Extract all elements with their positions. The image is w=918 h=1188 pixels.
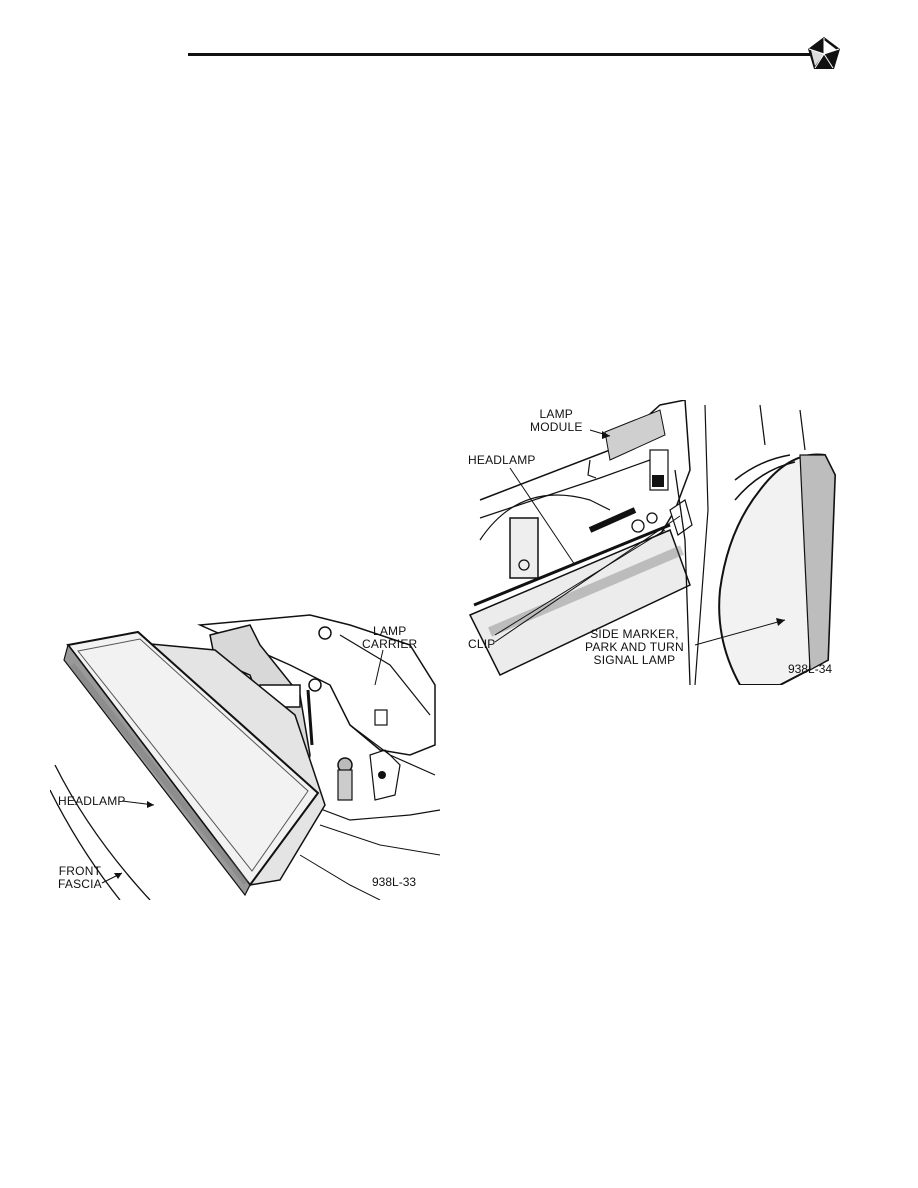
lamp-module-label: LAMP MODULE — [530, 408, 583, 434]
front-fascia-label: FRONT FASCIA — [58, 865, 102, 891]
headlamp-carrier-figure: LAMP CARRIER HEADLAMP FRONT FASCIA 938L-… — [50, 605, 440, 900]
headlamp-label: HEADLAMP — [58, 794, 126, 808]
side-marker-lamp-label: SIDE MARKER, PARK AND TURN SIGNAL LAMP — [585, 628, 684, 667]
front-fascia-label-line2: FASCIA — [58, 877, 102, 891]
headlamp-carrier-illustration — [50, 614, 440, 900]
lamp-carrier-label-line2: CARRIER — [362, 637, 418, 651]
front-fascia-label-line1: FRONT — [58, 864, 102, 878]
pentastar-logo-icon — [808, 37, 840, 69]
lamp-module-label-line2: MODULE — [530, 420, 583, 434]
side-marker-label-line3: SIGNAL LAMP — [593, 653, 676, 667]
headlamp-label: HEADLAMP — [468, 453, 536, 467]
clip-label: CLIP — [468, 637, 496, 651]
side-marker-label-line2: PARK AND TURN — [585, 640, 684, 654]
lamp-carrier-label: LAMP CARRIER — [362, 625, 417, 651]
lamp-module-label-line1: LAMP — [539, 407, 574, 421]
lamp-module-figure: LAMP MODULE HEADLAMP CLIP SIDE MARKER, P… — [460, 400, 850, 685]
lamp-carrier-label-line1: LAMP — [372, 624, 407, 638]
lamp-module-illustration — [468, 400, 837, 685]
figure-id: 938L-33 — [372, 875, 417, 889]
figure-id: 938L-34 — [788, 662, 833, 676]
side-marker-label-line1: SIDE MARKER, — [590, 627, 679, 641]
header-rule — [188, 53, 811, 56]
